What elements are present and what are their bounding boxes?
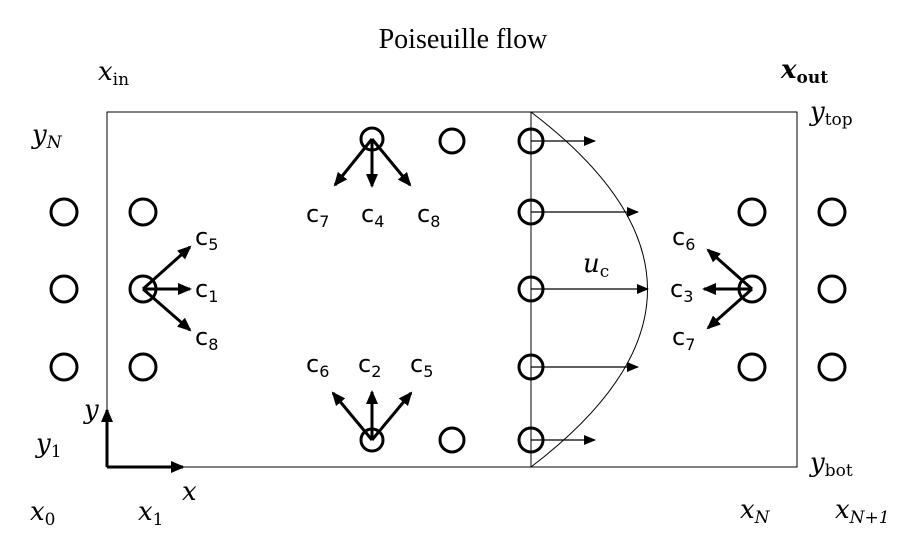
label-c5-bottom: c5 [410,350,433,381]
vector-c6 [706,248,753,291]
lattice-node [438,426,466,454]
coordinate-axes [101,408,185,473]
label-x-out: xout [780,55,828,88]
label-x-n: xN [740,495,771,528]
lattice-node [128,197,158,227]
lattice-node [517,275,545,303]
diagram-title: Poiseuille flow [379,24,549,55]
label-y-bot: ybot [809,448,853,481]
channel-boundary [106,111,798,468]
ghost-node-right [817,274,847,304]
velocity-vectors-top [333,138,412,188]
ghost-node-left [49,352,79,382]
label-u-c: uc [583,249,609,282]
lattice-node [737,352,767,382]
velocity-vectors-bottom [331,390,413,441]
axis-x-label: x [182,477,197,507]
label-c8-left: c8 [195,323,218,354]
lattice-node [128,352,158,382]
vector-c8 [370,138,412,187]
lattice-node [517,353,545,381]
lattice-node [517,198,545,226]
label-x-n-plus-1: xN+1 [835,495,890,528]
lattice-node [737,197,767,227]
ghost-node-right [817,352,847,382]
vector-c7 [333,138,374,187]
label-x-0: x0 [30,497,56,530]
lattice-node [517,127,545,155]
label-c8-top: c8 [417,200,440,231]
label-y-top: ytop [809,97,853,130]
label-c7-right: c7 [672,323,695,354]
label-c6-bottom: c6 [306,350,329,381]
vector-c7 [706,287,753,330]
label-c1-left: c1 [195,275,218,306]
label-c7-top: c7 [306,200,329,231]
vector-c5 [370,391,413,441]
vector-c5 [142,245,192,291]
label-y-1: y1 [35,429,62,462]
label-x-in: xin [98,57,129,90]
lattice-node [517,426,545,454]
label-x-1: x1 [138,497,164,530]
velocity-vectors-left [142,245,192,332]
ghost-node-left [49,274,79,304]
vector-c8 [142,287,192,332]
label-c6-right: c6 [672,223,695,254]
axis-y-label: y [83,395,99,425]
label-y-n: yN [31,120,63,153]
lattice-node [438,127,466,155]
velocity-vectors-right [702,248,753,330]
ghost-node-right [817,197,847,227]
label-c2-bottom: c2 [358,350,381,381]
vector-c6 [331,391,374,441]
label-c3-right: c3 [670,275,693,306]
profile-arrows [531,136,649,445]
label-c5-left: c5 [195,223,218,254]
ghost-node-left [49,197,79,227]
label-c4-top: c4 [361,200,384,231]
